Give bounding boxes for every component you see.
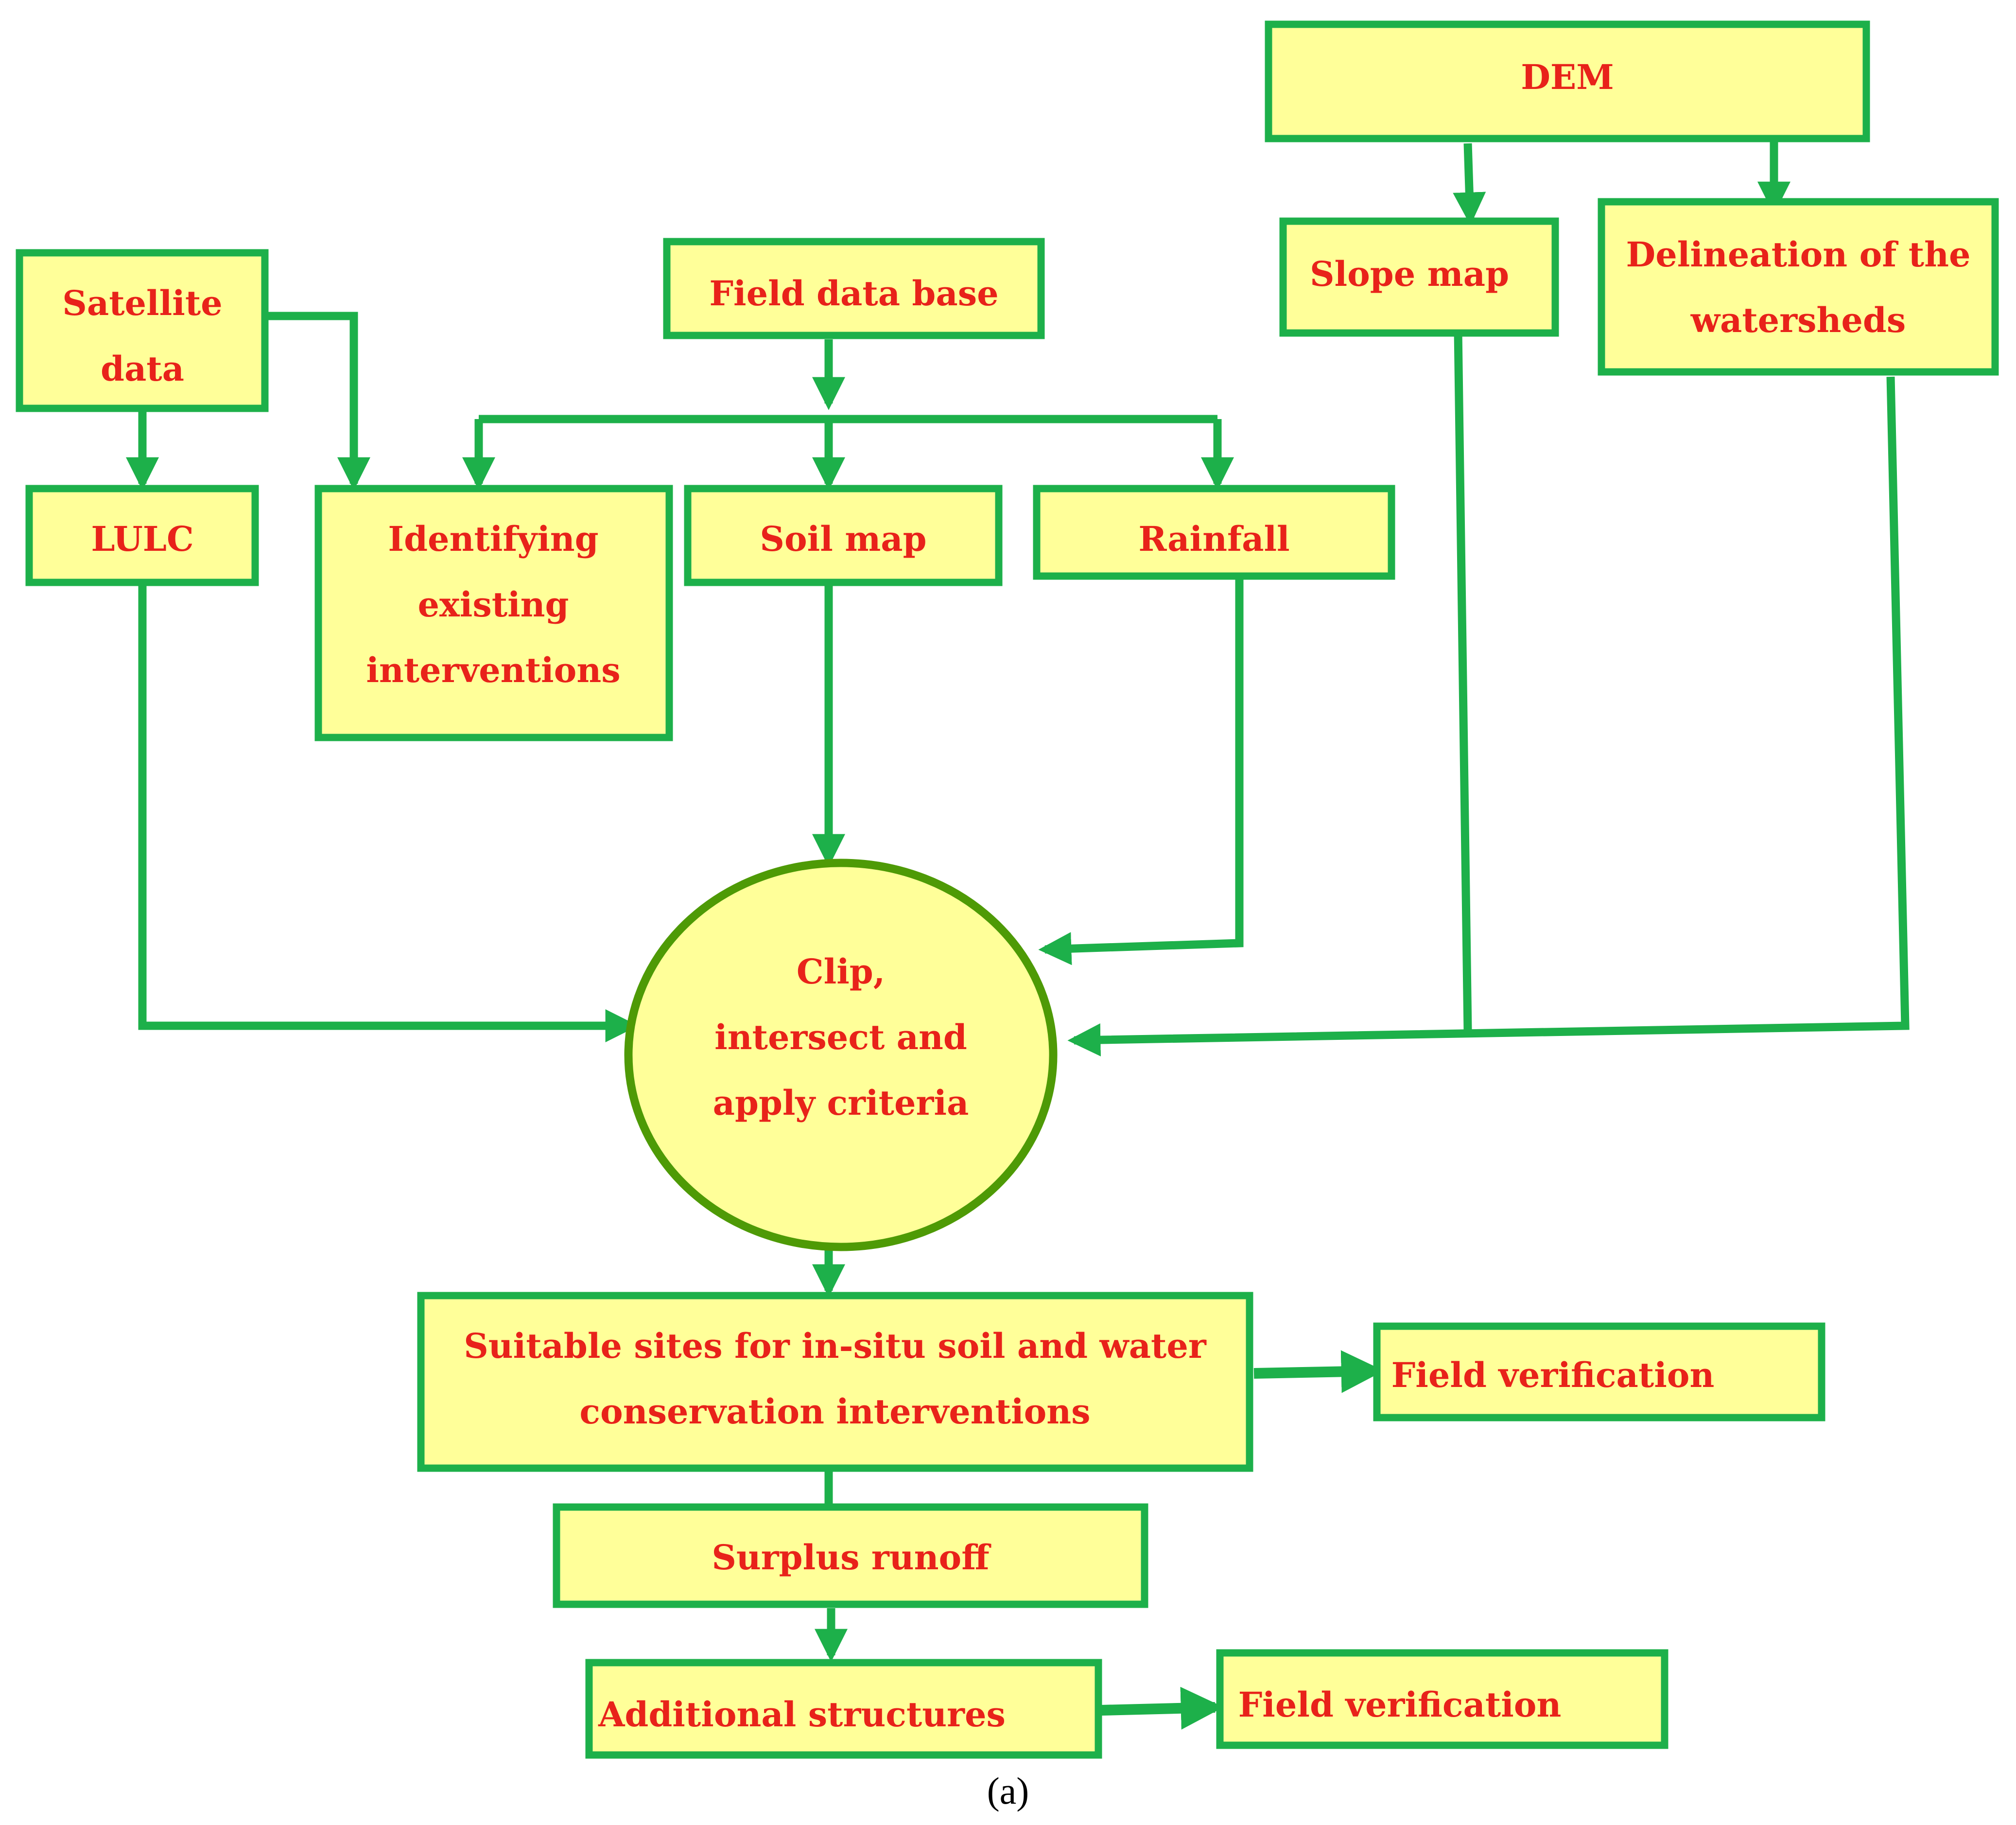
node-box (1373, 1322, 1825, 1421)
arrow-suitable-to-field-verification (1253, 1350, 1384, 1393)
node-box (1279, 217, 1559, 337)
node-box (314, 485, 673, 741)
node-box (663, 238, 1045, 339)
node-field-verif-2: Field verification (1216, 1649, 1668, 1749)
node-field-db: Field data base (663, 238, 1045, 339)
node-label-line: Delineation of the (1626, 234, 1970, 275)
line-slope-map-down (1454, 330, 1472, 1031)
node-additional: Additional structures (585, 1659, 1102, 1759)
node-ellipse (624, 859, 1058, 1251)
node-box (1033, 485, 1395, 580)
node-field-verif-1: Field verification (1373, 1322, 1825, 1421)
node-label-line: Suitable sites for in-situ soil and wate… (464, 1326, 1207, 1366)
node-box (585, 1659, 1102, 1759)
figure-caption: (a) (987, 1770, 1029, 1812)
node-surplus: Surplus runoff (553, 1503, 1148, 1608)
node-label-line: Slope map (1310, 254, 1509, 294)
node-lulc: LULC (25, 485, 259, 586)
node-slope-map: Slope map (1279, 217, 1559, 337)
node-rainfall: Rainfall (1033, 485, 1395, 580)
node-suitable: Suitable sites for in-situ soil and wate… (417, 1292, 1253, 1472)
node-label-line: Additional structures (598, 1694, 1006, 1735)
nodes: DEM Slope map Delineation of the watersheds… (16, 20, 1999, 1759)
arrow-dem-to-slope-map (1453, 143, 1486, 226)
node-box (1598, 198, 1999, 376)
node-box (1265, 20, 1870, 142)
node-soil-map: Soil map (684, 485, 1003, 586)
node-label-line: intersect and (714, 1017, 967, 1057)
node-satellite: Satellite data (16, 249, 269, 412)
node-label-line: Field verification (1391, 1355, 1715, 1395)
node-box (25, 485, 259, 586)
arrow-delineation-to-clip (1067, 376, 1910, 1057)
node-label-line: DEM (1521, 57, 1614, 97)
node-clip: Clip, intersect and apply criteria (624, 859, 1058, 1251)
arrow-rainfall-to-clip (1038, 579, 1244, 965)
connectors (126, 134, 1910, 1730)
node-label-line: Rainfall (1138, 519, 1289, 559)
node-box (1216, 1649, 1668, 1749)
arrow-satellite-to-identifying (267, 312, 370, 491)
node-label-line: Clip, (797, 951, 885, 992)
node-identifying: Identifying existing interventions (314, 485, 673, 741)
node-label-line: Field data base (709, 273, 998, 314)
node-label-line: apply criteria (713, 1083, 969, 1123)
node-box (553, 1503, 1148, 1608)
node-label-line: Field verification (1238, 1685, 1562, 1725)
node-label-line: Satellite (62, 283, 222, 323)
node-label-line: conservation interventions (579, 1391, 1090, 1432)
node-dem: DEM (1265, 20, 1870, 142)
node-label-line: existing (417, 584, 569, 625)
arrow-lulc-to-clip (138, 583, 639, 1042)
node-delineation: Delineation of the watersheds (1598, 198, 1999, 376)
node-label-line: Identifying (388, 519, 598, 559)
node-box (684, 485, 1003, 586)
node-label-line: data (101, 349, 184, 389)
node-label-line: Surplus runoff (712, 1537, 991, 1578)
arrow-additional-to-field-verification (1100, 1686, 1224, 1730)
node-box (16, 249, 269, 412)
node-label-line: Soil map (760, 519, 926, 559)
node-label-line: interventions (366, 650, 620, 690)
node-label-line: LULC (91, 519, 193, 559)
node-label-line: watersheds (1690, 300, 1906, 340)
node-box (417, 1292, 1253, 1472)
